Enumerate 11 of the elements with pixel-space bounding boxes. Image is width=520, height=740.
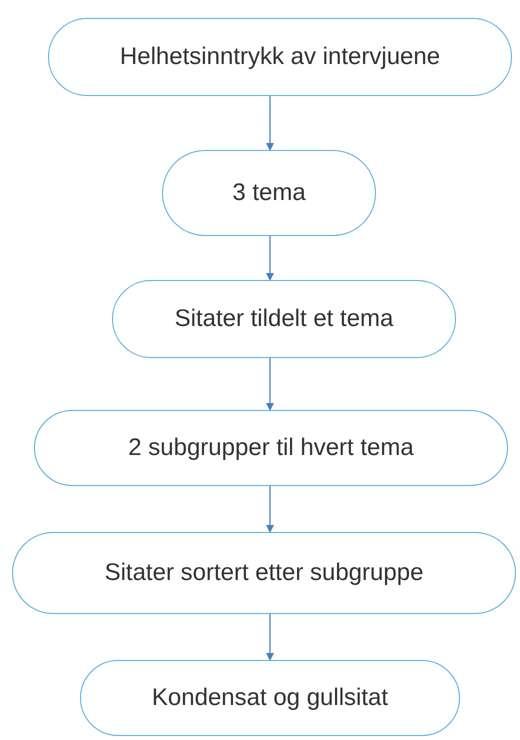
step-label: Sitater sortert etter subgruppe: [104, 558, 424, 588]
step-label: Kondensat og gullsitat: [152, 683, 388, 713]
arrow: [266, 358, 274, 411]
step-label: Helhetsinntrykk av intervjuene: [120, 42, 440, 72]
arrow: [266, 614, 274, 661]
step-label: Sitater tildelt et tema: [174, 304, 394, 334]
arrow: [266, 236, 274, 281]
arrow: [266, 486, 274, 533]
step-label: 3 tema: [232, 178, 306, 208]
step-label: 2 subgrupper til hvert tema: [128, 433, 414, 463]
arrow: [266, 96, 274, 151]
